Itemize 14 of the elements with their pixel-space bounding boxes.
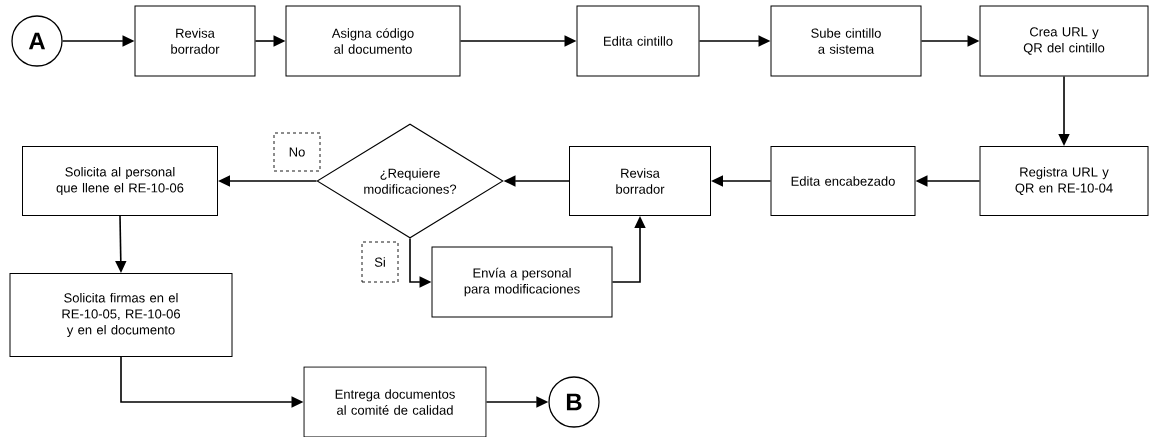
process-box: Entrega documentos al comité de calidad	[303, 366, 487, 437]
process-box: Revisa borrador	[134, 5, 256, 77]
process-box: Registra URL y QR en RE-10-04	[979, 146, 1149, 216]
process-box: Sube cintillo a sistema	[770, 5, 922, 77]
process-box: Edita cintillo	[576, 5, 700, 77]
process-box: Envía a personal para modificaciones	[431, 246, 613, 318]
edge-label: No	[273, 132, 321, 172]
process-box: Solicita firmas en el RE-10-05, RE-10-06 y en el documento	[9, 273, 233, 357]
process-box: Crea URL y QR del cintillo	[979, 5, 1149, 77]
process-box: Solicita al personal que llene el RE-10-06	[22, 146, 218, 216]
process-box: Revisa borrador	[569, 146, 711, 216]
process-box: Edita encabezado	[770, 146, 916, 216]
edge-label: Si	[361, 241, 399, 283]
process-box: Asigna código al documento	[285, 5, 461, 77]
